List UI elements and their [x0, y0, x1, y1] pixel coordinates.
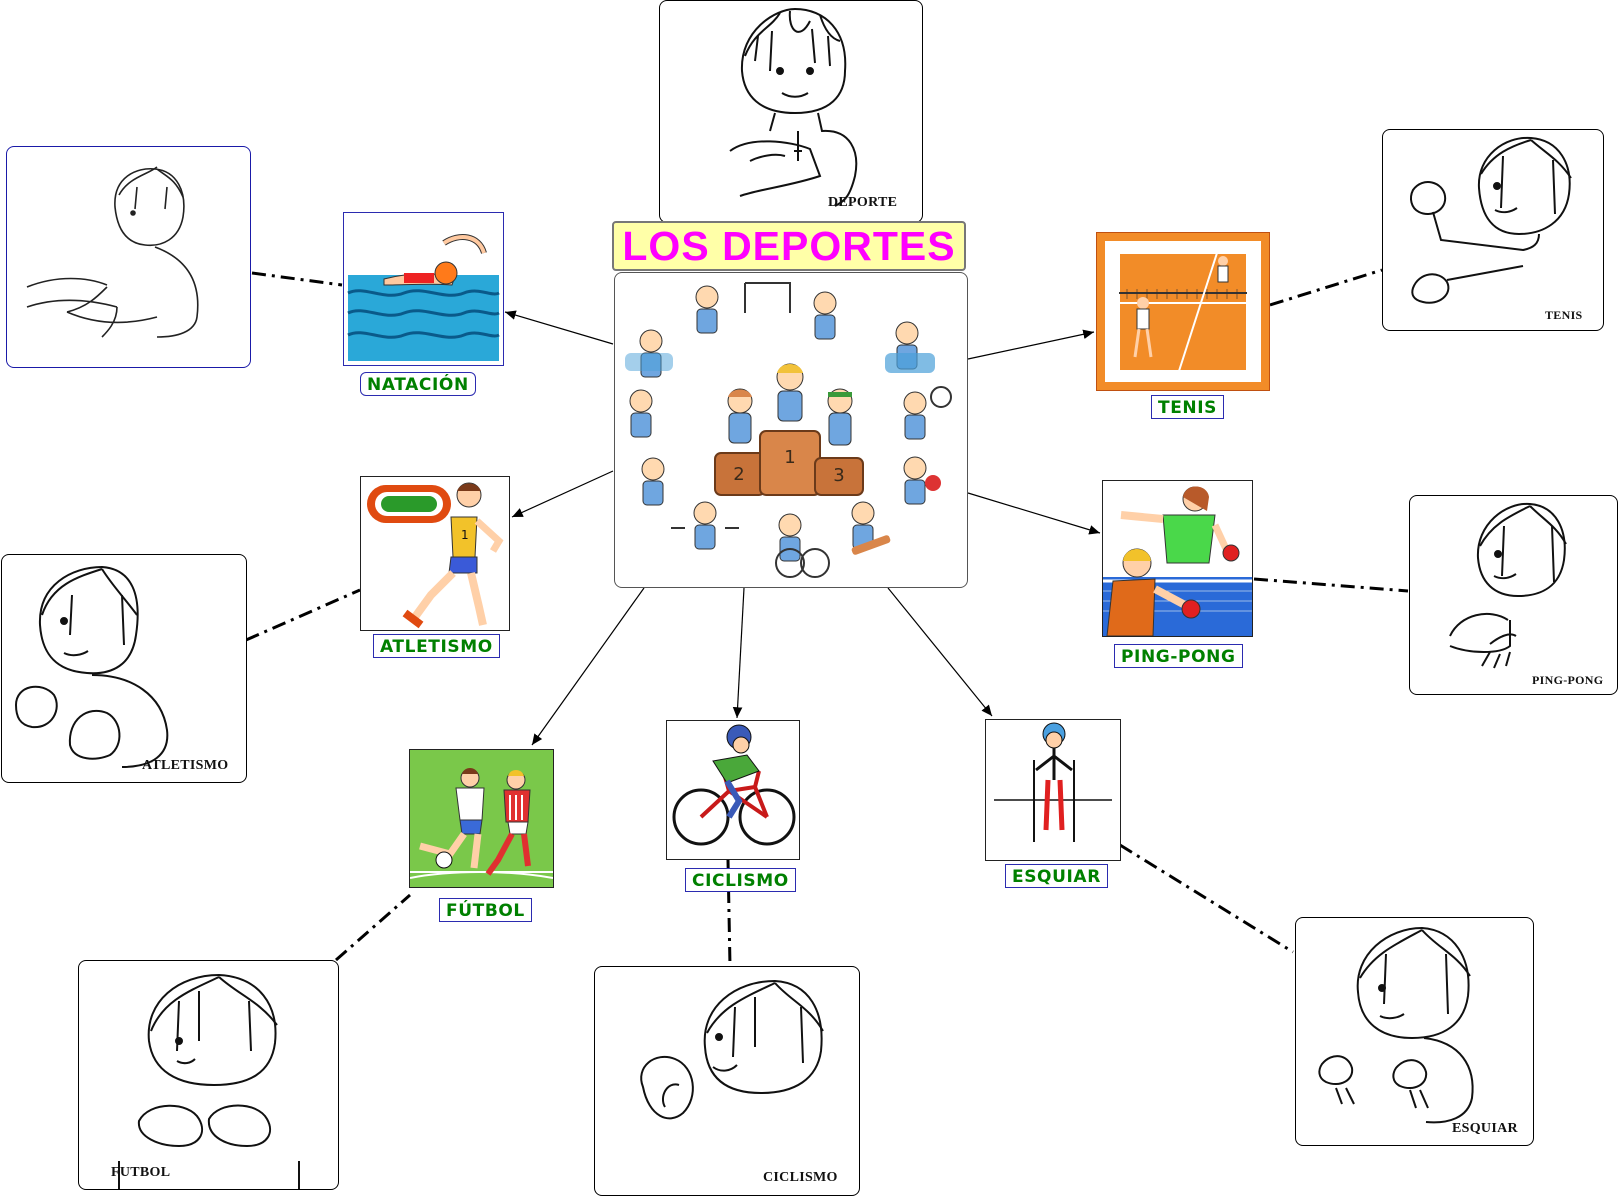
- swimmer-icon: [344, 213, 503, 365]
- label-ping-pong: PING-PONG: [1114, 644, 1243, 668]
- label-esquiar: ESQUIAR: [1005, 864, 1108, 888]
- label-tenis: TENIS: [1151, 395, 1224, 419]
- image-atletismo: 1: [360, 476, 510, 631]
- child-signing-drawing: [7, 147, 251, 368]
- child-signing-drawing: [79, 961, 339, 1190]
- svg-text:3: 3: [833, 465, 844, 486]
- cyclist-icon: [667, 721, 799, 859]
- dash-tenis: [1270, 270, 1382, 305]
- child-signing-drawing: [1296, 918, 1534, 1146]
- arrow-atletismo: [512, 471, 613, 517]
- label-atletismo: ATLETISMO: [373, 634, 500, 658]
- runner-icon: 1: [361, 477, 509, 630]
- sign-card-esquiar: ESQUIAR: [1295, 917, 1534, 1146]
- dash-esquiar: [1120, 845, 1293, 952]
- image-ciclismo: [666, 720, 800, 860]
- dash-pingpong: [1254, 579, 1408, 591]
- tennis-court-icon: [1097, 233, 1269, 390]
- dash-natacion: [252, 273, 342, 285]
- sign-caption: CICLISMO: [763, 1170, 838, 1186]
- sign-card-futbol: FUTBOL: [78, 960, 339, 1190]
- arrow-tenis: [968, 332, 1094, 359]
- dash-atletismo: [246, 590, 360, 640]
- image-ping-pong: [1102, 480, 1253, 637]
- label-ciclismo: CICLISMO: [685, 868, 796, 892]
- sign-caption: TENIS: [1545, 308, 1583, 323]
- image-futbol: [409, 749, 554, 888]
- sign-card-tenis: TENIS: [1382, 129, 1604, 331]
- image-natacion: [343, 212, 504, 366]
- skier-icon: [986, 720, 1120, 860]
- arrow-natacion: [505, 312, 613, 344]
- child-signing-drawing: [660, 1, 923, 223]
- svg-text:1: 1: [784, 447, 795, 468]
- image-esquiar: [985, 719, 1121, 861]
- label-futbol: FÚTBOL: [439, 898, 532, 922]
- child-signing-drawing: [595, 967, 860, 1196]
- svg-text:2: 2: [733, 464, 744, 485]
- sign-caption: PING-PONG: [1532, 673, 1603, 688]
- sign-card-ping-pong: PING-PONG: [1409, 495, 1618, 695]
- sign-card-natacion: [6, 146, 251, 368]
- child-signing-drawing: [1383, 130, 1604, 331]
- sign-caption: ESQUIAR: [1452, 1121, 1518, 1137]
- sign-caption: FUTBOL: [111, 1165, 170, 1181]
- arrow-esquiar: [888, 588, 992, 716]
- svg-text:1: 1: [461, 528, 469, 542]
- sign-card-atletismo: ATLETISMO: [1, 554, 247, 783]
- image-tenis: [1096, 232, 1270, 391]
- child-signing-drawing: [2, 555, 247, 783]
- sign-caption: ATLETISMO: [142, 758, 228, 774]
- sign-card-deporte: DEPORTE: [659, 0, 923, 223]
- football-players-icon: [410, 750, 553, 887]
- arrow-ciclismo: [737, 588, 744, 718]
- sports-podium-icon: 1 2 3: [615, 273, 968, 588]
- table-tennis-icon: [1103, 481, 1252, 636]
- sign-caption: DEPORTE: [828, 195, 897, 211]
- page-title: LOS DEPORTES: [612, 221, 966, 271]
- sign-card-ciclismo: CICLISMO: [594, 966, 860, 1196]
- central-sports-collage: 1 2 3: [614, 272, 968, 588]
- child-signing-drawing: [1410, 496, 1618, 695]
- label-natacion: NATACIÓN: [360, 372, 476, 396]
- arrow-futbol: [532, 588, 644, 745]
- arrow-pingpong: [968, 493, 1100, 533]
- dash-futbol: [336, 895, 410, 960]
